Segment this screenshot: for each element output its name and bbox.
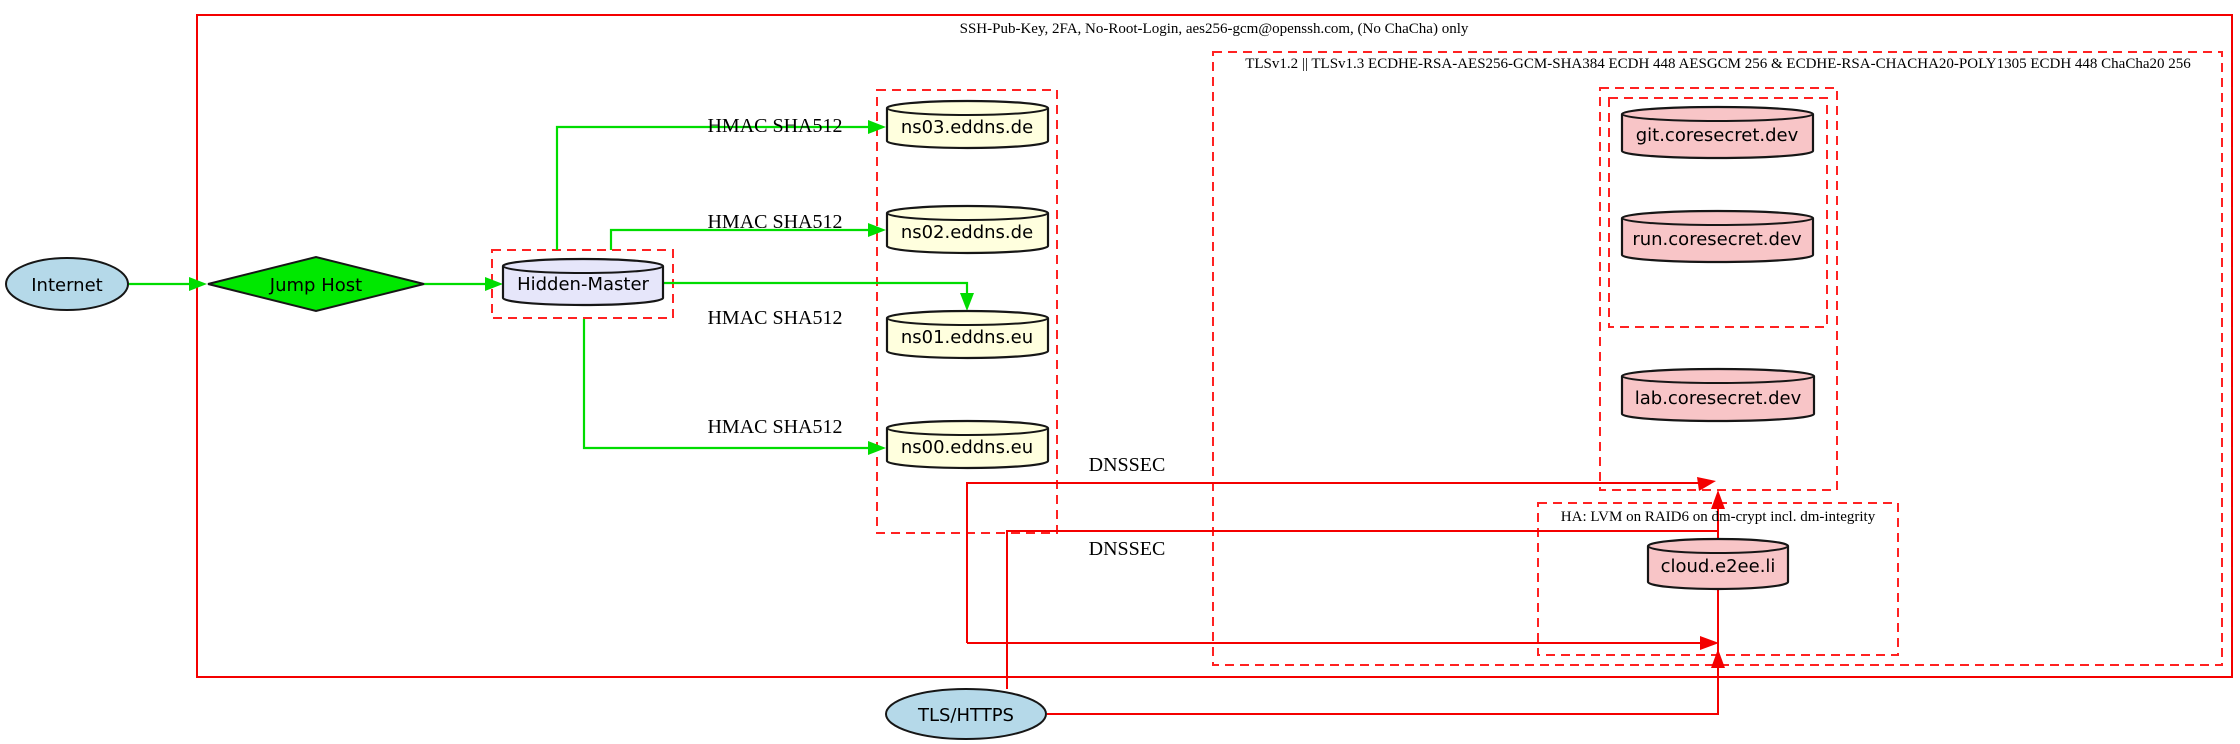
edge-hiddenmaster-ns02 bbox=[609, 228, 869, 250]
cluster-ssh-label: SSH-Pub-Key, 2FA, No-Root-Login, aes256-… bbox=[960, 21, 1469, 37]
edge-hiddenmaster-ns00 bbox=[582, 319, 869, 450]
hidden-master-cylinder-lip bbox=[502, 265, 664, 274]
jump-host-label: Jump Host bbox=[269, 275, 362, 296]
run-label: run.coresecret.dev bbox=[1632, 229, 1802, 250]
edge-dnssec-coresecret bbox=[966, 482, 1699, 643]
jump-host-diamond bbox=[207, 255, 425, 313]
node-git: git.coresecret.dev bbox=[1620, 105, 1815, 160]
node-tls-https: TLS/HTTPS bbox=[885, 688, 1047, 740]
ns00-cylinder bbox=[885, 419, 1050, 470]
ns03-cylinder-lip bbox=[886, 107, 1049, 116]
ns02-label: ns02.eddns.de bbox=[901, 222, 1033, 243]
arrowhead-internet-jumphost bbox=[189, 277, 207, 291]
lab-label: lab.coresecret.dev bbox=[1635, 388, 1802, 409]
node-ns03: ns03.eddns.de bbox=[885, 99, 1050, 150]
edge-label-hmac-ns00: HMAC SHA512 bbox=[707, 416, 842, 438]
git-label: git.coresecret.dev bbox=[1636, 125, 1799, 146]
cluster-ssh-box bbox=[196, 14, 2233, 678]
ns01-cylinder bbox=[885, 309, 1050, 360]
hidden-master-label: Hidden-Master bbox=[517, 274, 649, 295]
ns01-label: ns01.eddns.eu bbox=[901, 327, 1033, 348]
lab-cylinder-lip bbox=[1621, 375, 1815, 384]
node-ns01: ns01.eddns.eu bbox=[885, 309, 1050, 360]
edge-label-hmac-ns01: HMAC SHA512 bbox=[707, 307, 842, 329]
node-lab: lab.coresecret.dev bbox=[1620, 367, 1816, 423]
edge-tlshttps-ha bbox=[1047, 497, 1719, 715]
arrowhead-tlshttps-ha bbox=[1711, 649, 1725, 668]
arrowhead-dnssec-ha bbox=[1700, 636, 1719, 650]
arrowhead-hiddenmaster-ns01 bbox=[960, 293, 974, 311]
ns00-cylinder-lip bbox=[886, 427, 1049, 436]
cluster-coresecret-inner-box bbox=[1608, 97, 1828, 328]
cluster-ha-label: HA: LVM on RAID6 on dm-crypt incl. dm-in… bbox=[1561, 509, 1876, 525]
node-jump-host: Jump Host bbox=[207, 255, 425, 313]
edge-label-dnssec-top: DNSSEC bbox=[1089, 454, 1166, 476]
cluster-tls-label: TLSv1.2 || TLSv1.3 ECDHE-RSA-AES256-GCM-… bbox=[1245, 56, 2191, 72]
ns02-cylinder-lip bbox=[886, 212, 1049, 221]
arrowhead-hiddenmaster-ns02 bbox=[868, 223, 886, 237]
cluster-coresecret-outer-box bbox=[1599, 87, 1838, 491]
node-run: run.coresecret.dev bbox=[1620, 209, 1815, 264]
edge-tlshttps-coresecret bbox=[1006, 530, 1718, 689]
ns01-cylinder-lip bbox=[886, 317, 1049, 326]
git-cylinder-lip bbox=[1621, 113, 1814, 122]
tls-https-label: TLS/HTTPS bbox=[917, 705, 1014, 726]
node-internet: Internet bbox=[5, 257, 129, 311]
cloud-cylinder-lip bbox=[1647, 545, 1789, 554]
edge-hiddenmaster-ns03 bbox=[555, 125, 869, 250]
arrowhead-jumphost-hiddenmaster bbox=[485, 277, 503, 291]
arrowhead-hiddenmaster-ns00 bbox=[868, 441, 886, 455]
ns03-cylinder bbox=[885, 99, 1050, 150]
ns00-label: ns00.eddns.eu bbox=[901, 437, 1033, 458]
arrowhead-tlshttps-coresecret bbox=[1711, 490, 1725, 509]
node-ns02: ns02.eddns.de bbox=[885, 204, 1050, 255]
run-cylinder-lip bbox=[1621, 217, 1814, 226]
edge-label-dnssec-bottom: DNSSEC bbox=[1089, 538, 1166, 560]
arrowhead-hiddenmaster-ns03 bbox=[868, 120, 886, 134]
edge-label-hmac-ns02: HMAC SHA512 bbox=[707, 211, 842, 233]
node-hidden-master: Hidden-Master bbox=[501, 257, 665, 307]
ns02-cylinder bbox=[885, 204, 1050, 255]
edge-label-hmac-ns03: HMAC SHA512 bbox=[707, 115, 842, 137]
arrowhead-dnssec-coresecret bbox=[1697, 477, 1716, 491]
internet-ellipse bbox=[5, 257, 129, 311]
edge-hiddenmaster-ns01 bbox=[663, 281, 969, 294]
green-edges bbox=[128, 120, 974, 455]
internet-label: Internet bbox=[31, 275, 102, 296]
node-ns00: ns00.eddns.eu bbox=[885, 419, 1050, 470]
cloud-label: cloud.e2ee.li bbox=[1661, 556, 1776, 577]
tls-https-ellipse bbox=[885, 688, 1047, 740]
ns03-label: ns03.eddns.de bbox=[901, 117, 1033, 138]
node-cloud: cloud.e2ee.li bbox=[1646, 537, 1790, 591]
hidden-master-cylinder bbox=[501, 257, 665, 307]
